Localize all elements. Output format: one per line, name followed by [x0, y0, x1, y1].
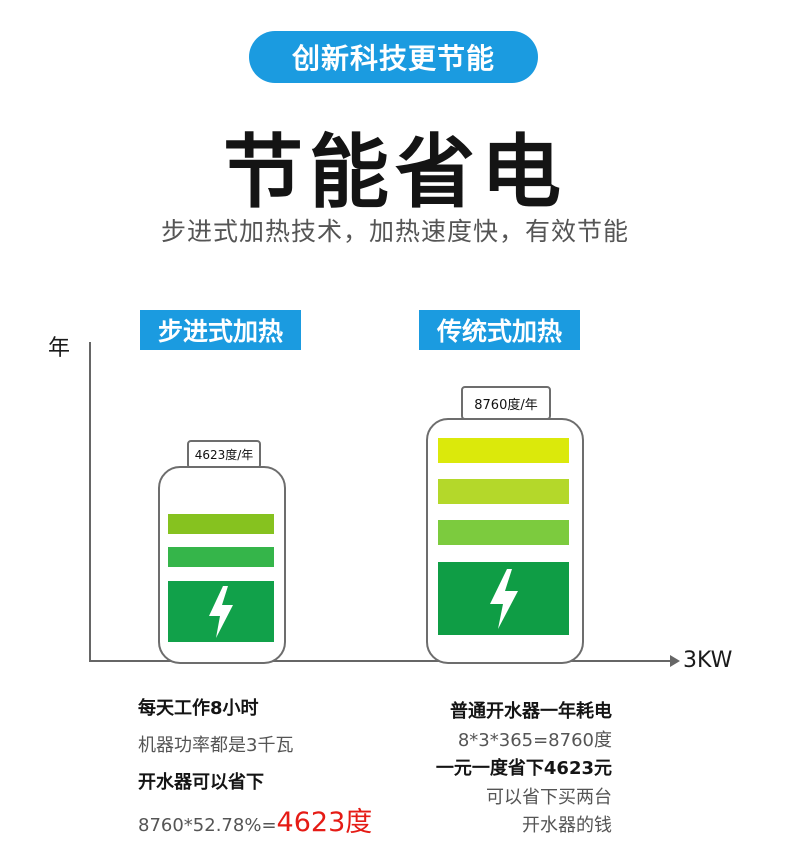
- x-axis-arrow-icon: [670, 655, 680, 667]
- y-axis: [89, 342, 91, 662]
- left-bar-2: [168, 547, 274, 567]
- label-traditional-heating: 传统式加热: [419, 310, 580, 350]
- right-note-5: 开水器的钱: [522, 815, 612, 836]
- x-axis: [89, 660, 672, 662]
- lightning-bolt-icon: [209, 585, 233, 638]
- right-note-4: 可以省下买两台: [486, 787, 612, 808]
- right-bar-4: [438, 562, 569, 635]
- left-note-4-formula: 8760*52.78%=: [138, 815, 277, 836]
- left-value-cap: 4623度/年: [187, 440, 261, 469]
- right-value-cap: 8760度/年: [461, 386, 551, 420]
- left-bar-1: [168, 514, 274, 534]
- right-note-1: 普通开水器一年耗电: [450, 701, 612, 722]
- label-stepped-heating: 步进式加热: [140, 310, 301, 350]
- y-axis-label: 年: [48, 336, 71, 361]
- page-title: 节能省电: [223, 126, 567, 219]
- right-note-2: 8*3*365=8760度: [457, 730, 612, 751]
- x-axis-label: 3KW: [683, 648, 733, 673]
- right-bar-1: [438, 438, 569, 463]
- page-subtitle: 步进式加热技术，加热速度快，有效节能: [160, 217, 629, 246]
- left-note-4-result: 4623度: [276, 807, 373, 838]
- left-note-4: 8760*52.78%=4623度: [138, 800, 372, 839]
- right-bar-2: [438, 479, 569, 504]
- left-note-1: 每天工作8小时: [138, 698, 259, 719]
- lightning-bolt-icon: [489, 568, 518, 629]
- left-note-2: 机器功率都是3千瓦: [138, 735, 294, 756]
- right-note-3: 一元一度省下4623元: [435, 758, 612, 779]
- header-pill: 创新科技更节能: [249, 31, 538, 83]
- left-bar-3: [168, 581, 274, 642]
- right-bar-3: [438, 520, 569, 545]
- left-note-3: 开水器可以省下: [138, 772, 264, 793]
